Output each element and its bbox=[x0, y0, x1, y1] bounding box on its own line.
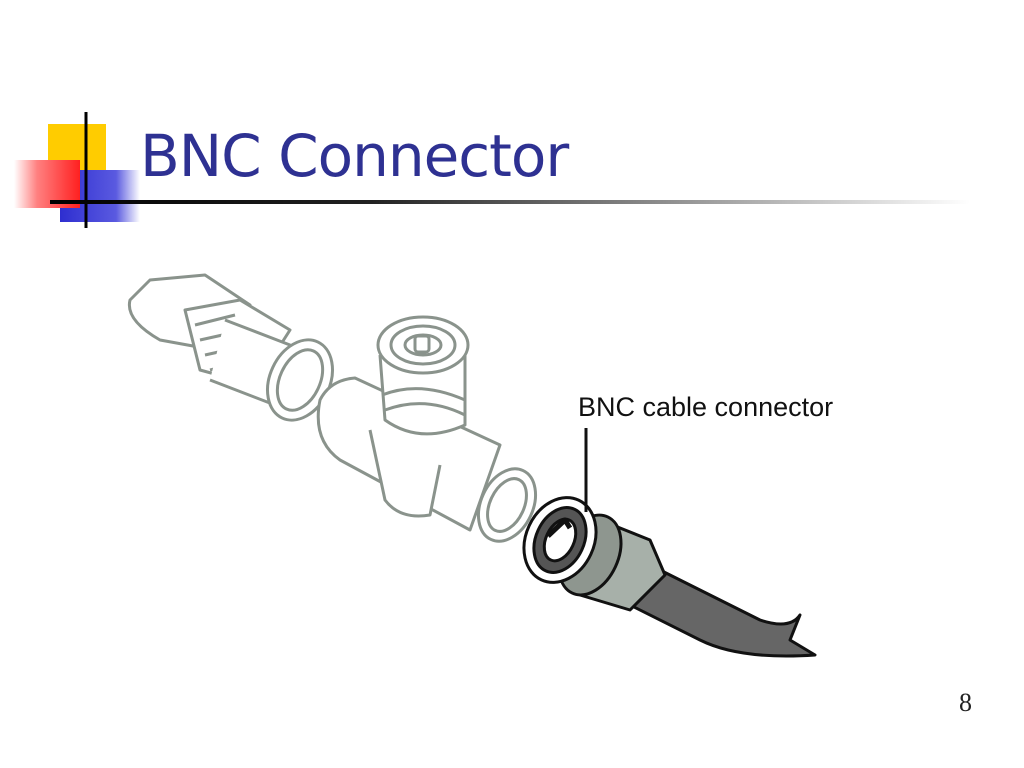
title-underline bbox=[50, 200, 970, 204]
bnc-cable-connector-label: BNC cable connector bbox=[578, 392, 834, 422]
bnc-connector-illustration bbox=[127, 273, 817, 658]
logo-squares bbox=[14, 112, 140, 228]
slide-number: 8 bbox=[959, 688, 972, 717]
slide-title: BNC Connector bbox=[140, 122, 569, 190]
t-connector-illustration bbox=[316, 315, 538, 543]
bnc-cable-illustration bbox=[522, 496, 817, 658]
terminator-illustration bbox=[127, 273, 334, 422]
